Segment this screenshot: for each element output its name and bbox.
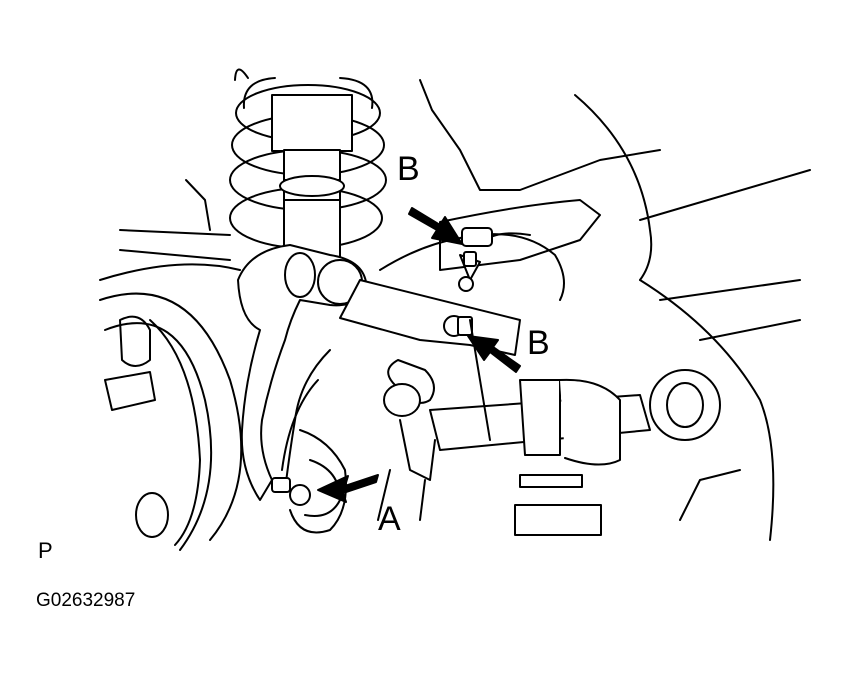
- callout-b-top: B: [397, 150, 420, 188]
- arrow-b-top: [408, 207, 463, 245]
- brake-drum: [99, 292, 243, 551]
- shock-absorber: [271, 94, 353, 261]
- figure-id: G02632987: [36, 590, 136, 611]
- arrow-b-right: [467, 335, 521, 373]
- body-panel: [99, 68, 811, 541]
- arrow-a: [317, 474, 379, 503]
- callout-a: A: [378, 500, 401, 538]
- lower-link: [383, 359, 721, 536]
- view-letter: P: [38, 538, 53, 563]
- bolt-b-top: [458, 251, 477, 292]
- lower-arm: [377, 319, 491, 521]
- bolt-b-right: [443, 315, 473, 337]
- callout-b-right: B: [527, 324, 550, 362]
